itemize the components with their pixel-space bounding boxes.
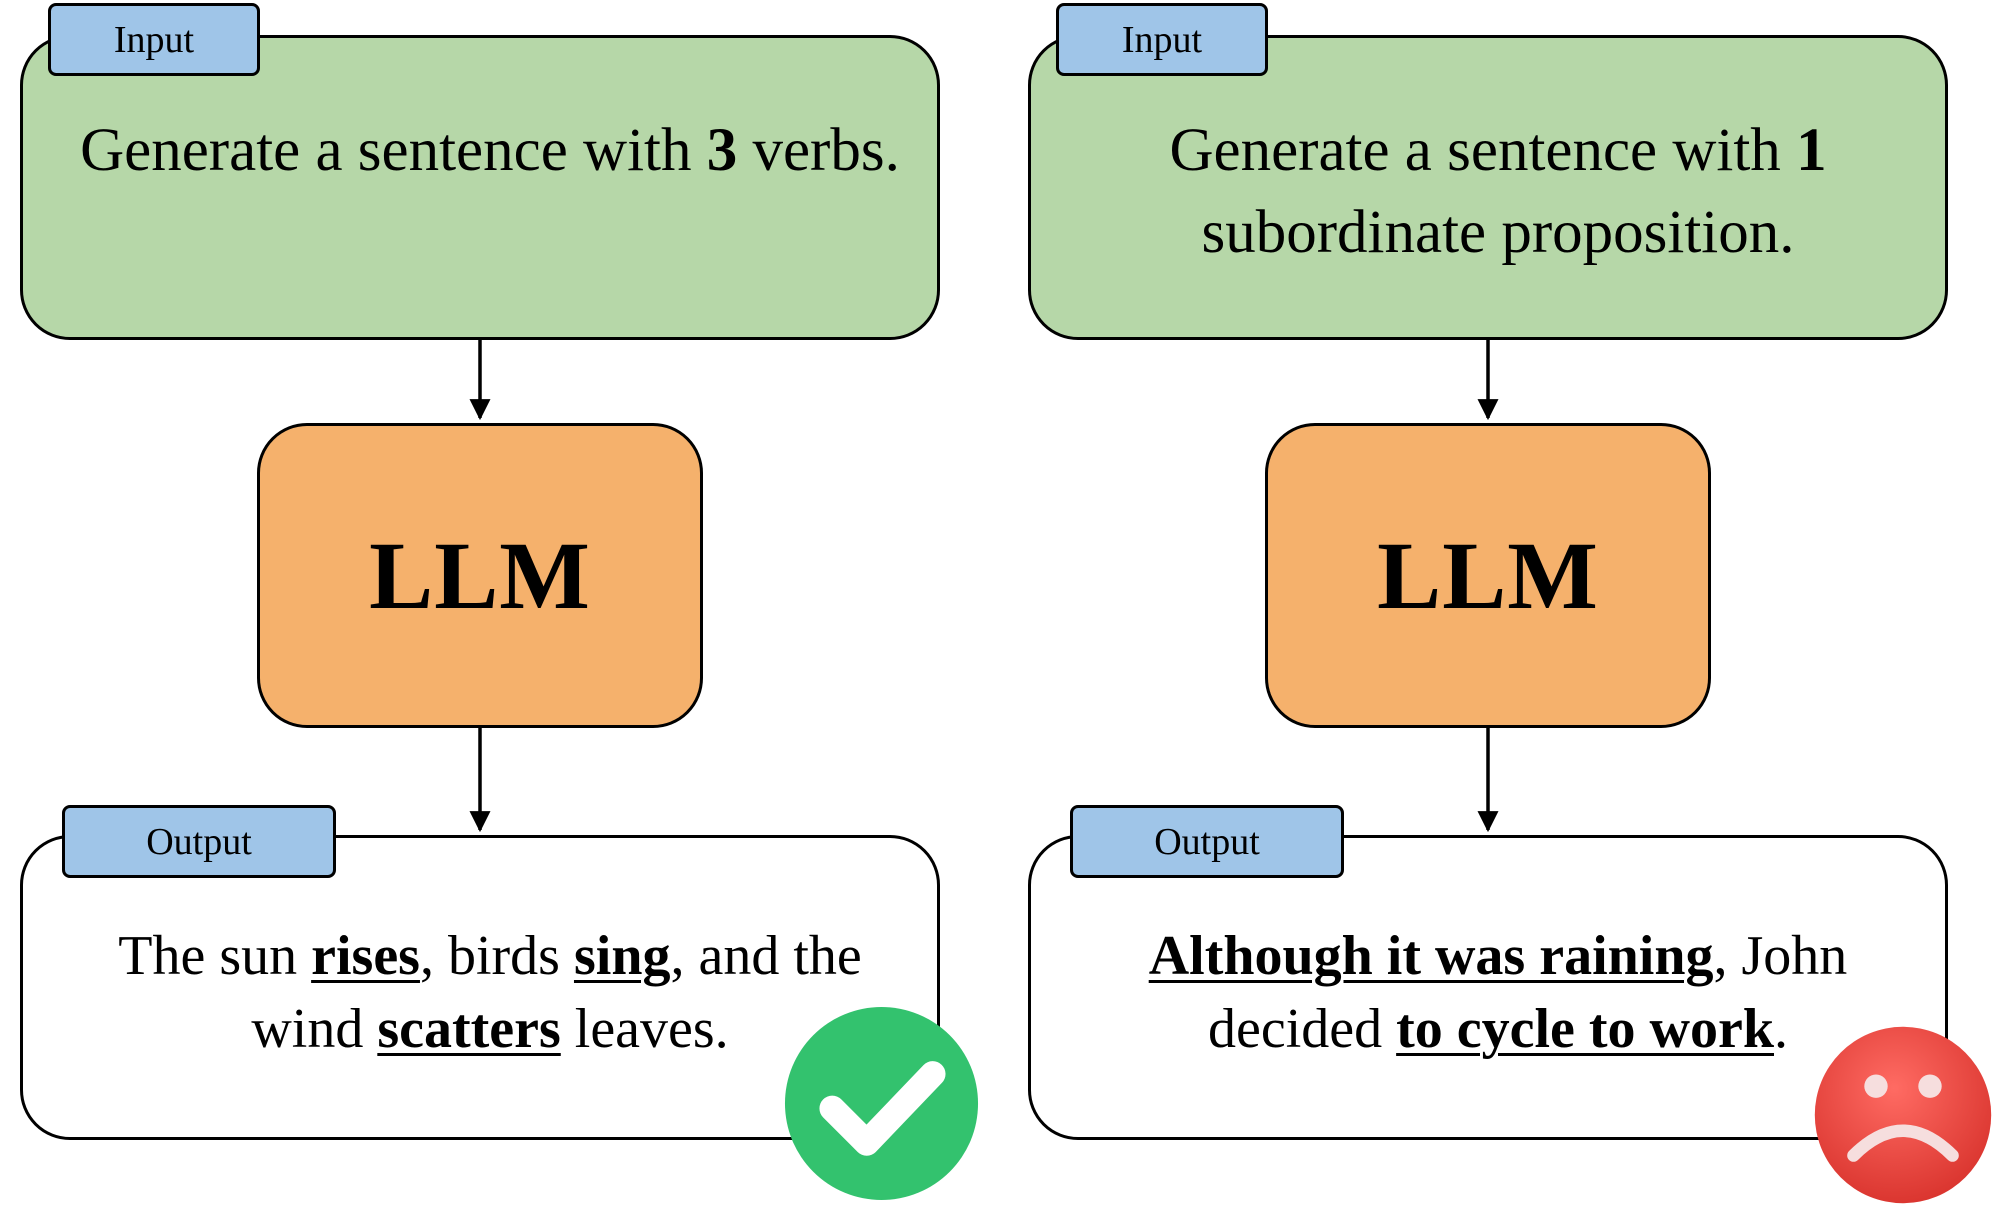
check-icon [784,1006,979,1201]
verb-highlight: rises [311,925,420,987]
prompt-text: Generate a sentence with [80,117,707,184]
llm-box: LLM [1265,423,1711,728]
input-prompt: Generate a sentence with 3 verbs. [40,110,940,192]
input-box [1028,35,1948,340]
input-box [20,35,940,340]
prompt-text: Generate a sentence with [1169,117,1797,184]
sad-face-icon [1814,1026,1992,1204]
input-tag: Input [48,3,260,76]
verb-highlight: scatters [377,998,561,1060]
panel-failure: Input Generate a sentence with 1 subordi… [1008,0,1992,1220]
output-tag: Output [62,805,336,878]
clause-highlight: to cycle to work [1396,998,1774,1060]
prompt-text-end: verbs. [737,117,900,184]
output-text: , and the [670,925,862,987]
prompt-text-end: subordinate proposition. [1201,199,1795,266]
input-tag: Input [1056,3,1268,76]
input-prompt: Generate a sentence with 1 subordinate p… [1048,110,1948,274]
output-text: leaves. [560,998,729,1060]
output-tag: Output [1070,805,1344,878]
output-text: wind [251,998,378,1060]
output-text: . [1774,998,1788,1060]
llm-box: LLM [257,423,703,728]
output-text: , John [1713,925,1848,987]
panel-success: Input Generate a sentence with 3 verbs. … [0,0,980,1220]
verb-highlight: sing [573,925,671,987]
llm-label: LLM [369,522,591,629]
prompt-number: 3 [706,117,738,184]
llm-label: LLM [1377,522,1599,629]
flow-arrows [469,340,491,833]
prompt-number: 1 [1796,117,1827,184]
output-sentence: Although it was raining, John decided to… [1048,920,1948,1066]
output-text: , birds [419,925,574,987]
flow-arrows [1477,340,1499,833]
output-sentence: The sun rises, birds sing, and the wind … [40,920,940,1066]
output-text: The sun [118,925,312,987]
clause-highlight: Although it was raining [1148,925,1714,987]
output-box [1028,835,1948,1140]
output-text: decided [1208,998,1397,1060]
